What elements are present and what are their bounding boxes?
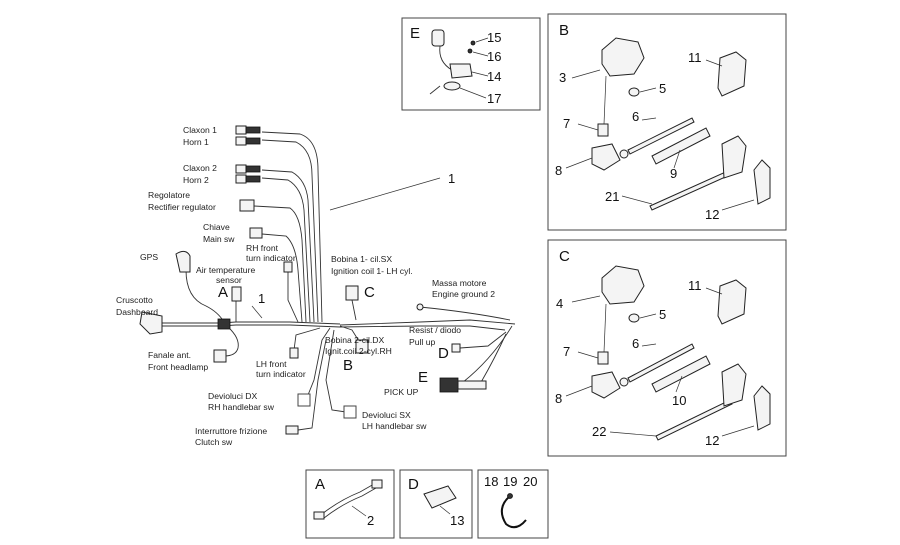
label-rh-turn: turn indicator (246, 253, 296, 263)
inset-d: D 13 (399, 469, 473, 539)
label-lh-front: LH front (256, 359, 287, 369)
label-front-headlamp: Front headlamp (148, 362, 208, 372)
label-regolatore: Regolatore (148, 190, 190, 200)
label-air-temp: Air temperature (196, 265, 255, 275)
inset-b-num-11: 11 (688, 50, 702, 65)
inset-b: B 3 11 5 7 6 8 9 21 12 (547, 13, 787, 231)
label-claxon1: Claxon 1 (183, 125, 217, 135)
inset-misc-num-18: 18 (484, 474, 498, 489)
label-dashboard: Dashboard (116, 307, 158, 317)
inset-e-num-14: 14 (487, 69, 501, 84)
label-bobina2-en: Ignit.coil 2-cyl.RH (325, 346, 392, 356)
inset-b-letter: B (559, 22, 569, 39)
label-chiave: Chiave (203, 222, 230, 232)
inset-b-num-8: 8 (555, 163, 562, 178)
label-cruscotto: Cruscotto (116, 295, 153, 305)
letter-c-harness: C (364, 284, 375, 301)
label-sensor: sensor (216, 275, 242, 285)
inset-b-num-6: 6 (632, 109, 639, 124)
inset-b-num-3: 3 (559, 70, 566, 85)
label-bobina1-en: Ignition coil 1- LH cyl. (331, 266, 413, 276)
inset-b-num-5: 5 (659, 81, 666, 96)
inset-c: C 4 11 5 7 6 8 10 22 12 (547, 239, 787, 457)
label-lh-turn: turn indicator (256, 369, 306, 379)
inset-c-num-11: 11 (688, 278, 702, 293)
inset-e-num-15: 15 (487, 30, 501, 45)
label-devioluci-sx: Devioluci SX (362, 410, 411, 420)
inset-c-num-5: 5 (659, 307, 666, 322)
label-horn1: Horn 1 (183, 137, 209, 147)
label-massa-en: Engine ground 2 (432, 289, 495, 299)
inset-e-num-17: 17 (487, 91, 501, 106)
inset-b-num-7: 7 (563, 116, 570, 131)
label-devioluci-dx: Devioluci DX (208, 391, 257, 401)
inset-b-num-21: 21 (605, 189, 619, 204)
label-main-sw: Main sw (203, 234, 235, 244)
inset-d-num-13: 13 (450, 513, 464, 528)
label-lh-handlebar: LH handlebar sw (362, 421, 427, 431)
inset-c-num-10: 10 (672, 393, 686, 408)
label-gps: GPS (140, 252, 158, 262)
inset-c-num-4: 4 (556, 296, 563, 311)
inset-misc-num-19: 19 (503, 474, 517, 489)
harness-labels: Claxon 1 Horn 1 Claxon 2 Horn 2 Regolato… (116, 125, 495, 447)
label-pickup: PICK UP (384, 387, 419, 397)
inset-e: E 15 16 14 17 (401, 17, 541, 111)
number-1-harness: 1 (258, 291, 265, 306)
inset-c-letter: C (559, 248, 570, 265)
inset-a: A 2 (305, 469, 395, 539)
harness-connectors (139, 125, 487, 435)
label-rh-handlebar: RH handlebar sw (208, 402, 275, 412)
label-rh-front: RH front (246, 243, 279, 253)
label-massa-it: Massa motore (432, 278, 487, 288)
number-1-callout: 1 (448, 171, 455, 186)
inset-c-num-22: 22 (592, 424, 606, 439)
label-bobina2-it: Bobina 2-cil.DX (325, 335, 384, 345)
inset-e-num-16: 16 (487, 49, 501, 64)
label-bobina1-it: Bobina 1- cil.SX (331, 254, 392, 264)
letter-e-harness: E (418, 369, 428, 386)
label-resist-en: Pull up (409, 337, 435, 347)
inset-e-letter: E (410, 25, 420, 42)
inset-a-letter: A (315, 476, 325, 493)
label-fanale: Fanale ant. (148, 350, 191, 360)
label-claxon2: Claxon 2 (183, 163, 217, 173)
inset-d-letter: D (408, 476, 419, 493)
label-clutch: Clutch sw (195, 437, 233, 447)
inset-misc-num-20: 20 (523, 474, 537, 489)
inset-misc: 18 19 20 (477, 469, 549, 539)
inset-c-num-8: 8 (555, 391, 562, 406)
inset-b-num-9: 9 (670, 166, 677, 181)
label-interruttore: Interruttore frizione (195, 426, 267, 436)
letter-a-harness: A (218, 284, 228, 301)
inset-c-num-7: 7 (563, 344, 570, 359)
letter-b-harness: B (343, 357, 353, 374)
inset-c-num-12: 12 (705, 433, 719, 448)
label-rectifier: Rectifier regulator (148, 202, 216, 212)
inset-a-num-2: 2 (367, 513, 374, 528)
label-horn2: Horn 2 (183, 175, 209, 185)
harness-wires (160, 131, 516, 431)
inset-c-num-6: 6 (632, 336, 639, 351)
inset-b-num-12: 12 (705, 207, 719, 222)
letter-d-harness: D (438, 345, 449, 362)
label-resist-it: Resist / diodo (409, 325, 461, 335)
